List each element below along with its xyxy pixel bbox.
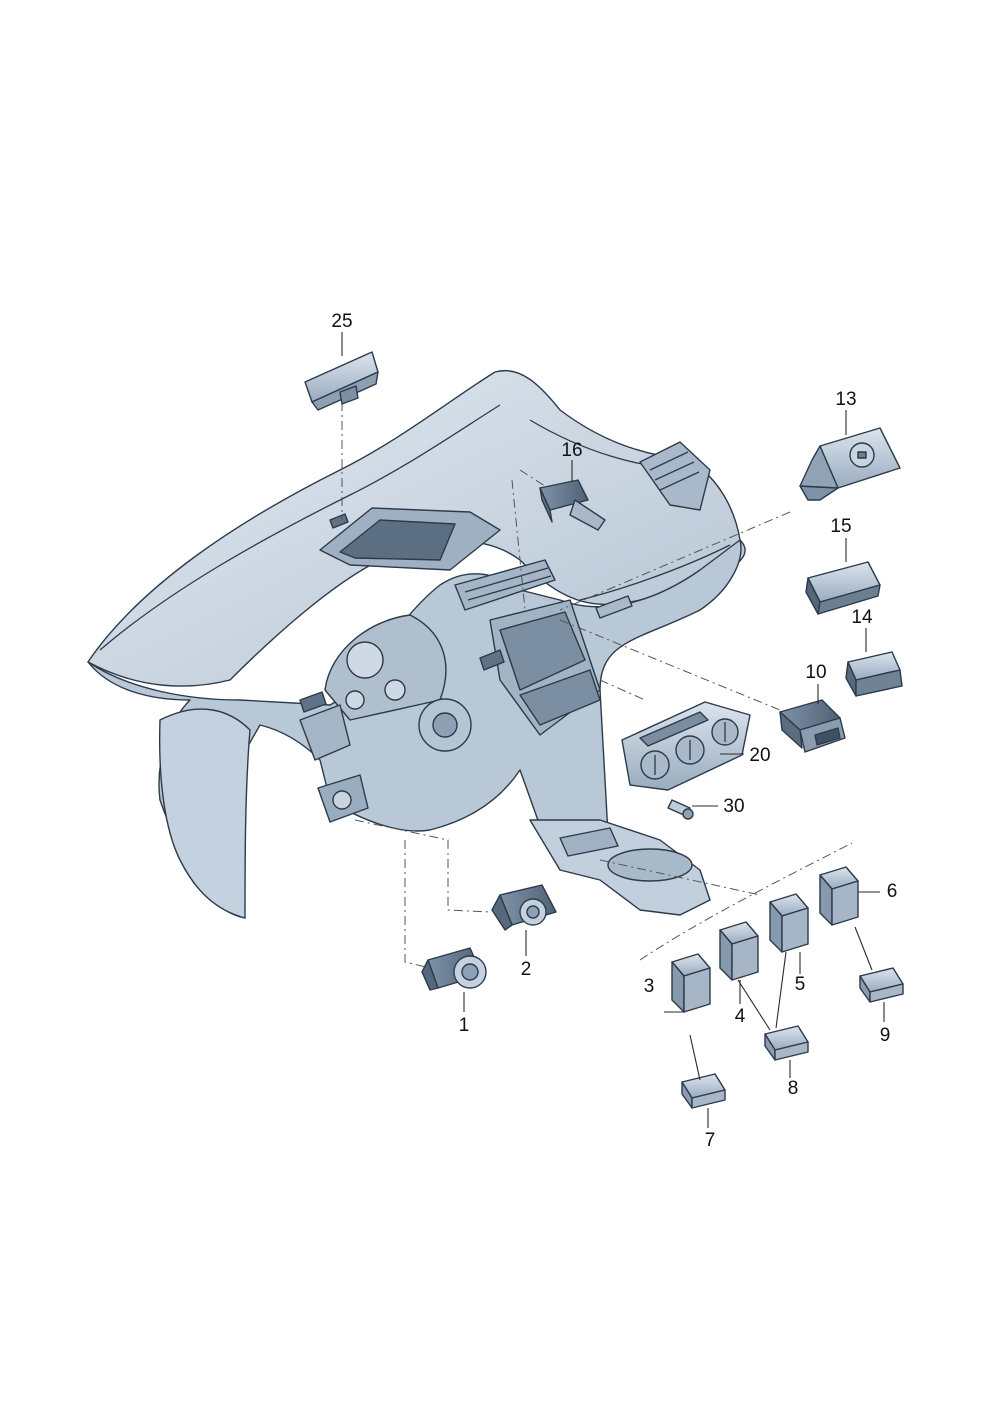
part-10-switch — [779, 699, 846, 753]
part-1-light-switch — [421, 947, 487, 991]
callout-15: 15 — [830, 516, 851, 537]
callout-25: 25 — [331, 311, 352, 332]
callout-7: 7 — [705, 1130, 716, 1151]
callout-20: 20 — [749, 745, 770, 766]
part-4-switch — [719, 921, 759, 981]
callout-3: 3 — [644, 976, 655, 997]
callout-5: 5 — [795, 974, 806, 995]
callout-9: 9 — [880, 1025, 891, 1046]
part-14-switch — [845, 651, 903, 697]
leader-lines — [341, 402, 853, 969]
callout-8: 8 — [788, 1078, 799, 1099]
part-7-blank-cap — [681, 1073, 726, 1109]
part-5-switch — [769, 893, 809, 953]
dashboard — [87, 369, 746, 919]
part-16-switch — [539, 479, 606, 531]
part-30-screw — [667, 799, 694, 820]
callout-labels: 25 16 13 15 14 10 20 30 1 2 3 4 5 6 7 8 … — [331, 311, 897, 1151]
callout-6: 6 — [887, 881, 898, 902]
callout-13: 13 — [835, 389, 856, 410]
part-9-blank-cap — [859, 967, 904, 1003]
callout-2: 2 — [521, 959, 532, 980]
callout-16: 16 — [561, 440, 582, 461]
part-25-trim-cover — [304, 351, 379, 411]
callout-leaders — [341, 332, 885, 1128]
part-3-switch — [671, 953, 711, 1013]
part-2-switch — [491, 884, 557, 931]
callout-30: 30 — [723, 796, 744, 817]
callout-14: 14 — [851, 607, 873, 628]
callout-4: 4 — [735, 1006, 746, 1027]
callout-1: 1 — [459, 1015, 470, 1036]
part-8-blank-cap — [764, 1025, 809, 1061]
part-20-climate-control — [621, 701, 751, 791]
part-6-switch — [819, 866, 859, 926]
part-15-blank-switch — [805, 561, 881, 615]
part-13-switch-panel — [799, 427, 901, 501]
callout-10: 10 — [805, 662, 826, 683]
